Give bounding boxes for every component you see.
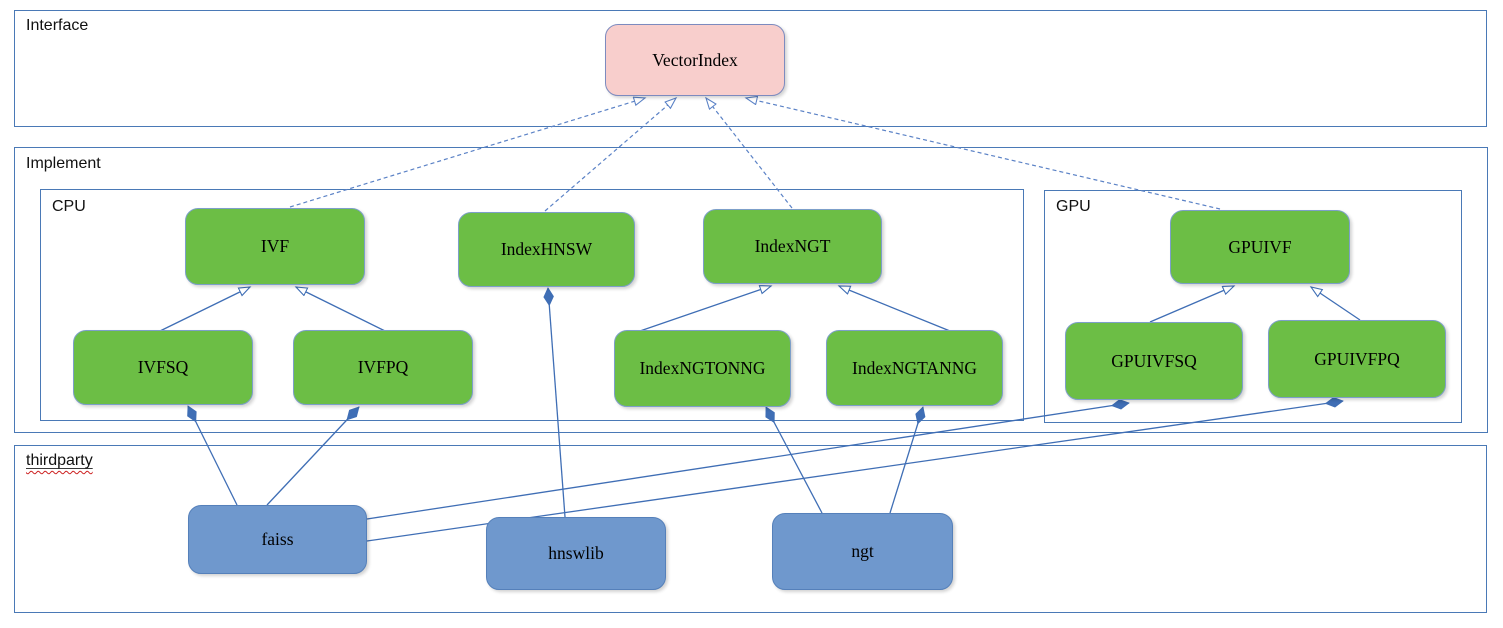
node-label-gpuivfpq: GPUIVFPQ [1314,348,1400,369]
node-label-faiss: faiss [261,529,294,549]
node-label-ivfsq: IVFSQ [137,357,189,377]
container-label-implement: Implement [26,155,101,172]
container-label-cpu: CPU [52,198,86,215]
node-label-indexngtonng: IndexNGTONNG [639,358,766,378]
node-indexhnsw[interactable]: IndexHNSW [458,212,635,287]
node-gpuivf[interactable]: GPUIVF [1170,210,1350,284]
container-label-gpu: GPU [1056,198,1091,215]
node-label-ivf: IVF [260,236,290,256]
container-label-interface: Interface [26,17,89,34]
node-gpuivfsq[interactable]: GPUIVFSQ [1065,322,1243,400]
node-vectorindex[interactable]: VectorIndex [605,24,785,96]
node-indexngtonng[interactable]: IndexNGTONNG [614,330,791,407]
node-gpuivfpq[interactable]: GPUIVFPQ [1268,320,1446,398]
node-label-ivfpq: IVFPQ [357,357,409,377]
node-label-ngt: ngt [851,541,874,561]
container-label-thirdparty: thirdparty [26,452,93,470]
node-indexngtanng[interactable]: IndexNGTANNG [826,330,1003,406]
node-label-vectorindex: VectorIndex [652,49,738,70]
node-label-indexngt: IndexNGT [754,236,831,256]
node-label-gpuivfsq: GPUIVFSQ [1111,350,1197,371]
node-indexngt[interactable]: IndexNGT [703,209,882,284]
node-ngt[interactable]: ngt [772,513,953,590]
node-ivfsq[interactable]: IVFSQ [73,330,253,405]
spellcheck-squiggle: thirdparty [26,452,93,469]
node-faiss[interactable]: faiss [188,505,367,574]
node-hnswlib[interactable]: hnswlib [486,517,666,590]
node-ivfpq[interactable]: IVFPQ [293,330,473,405]
node-label-gpuivf: GPUIVF [1228,236,1292,257]
node-label-hnswlib: hnswlib [548,543,604,563]
node-label-indexngtanng: IndexNGTANNG [852,357,977,378]
node-label-indexhnsw: IndexHNSW [500,239,593,259]
node-ivf[interactable]: IVF [185,208,365,285]
